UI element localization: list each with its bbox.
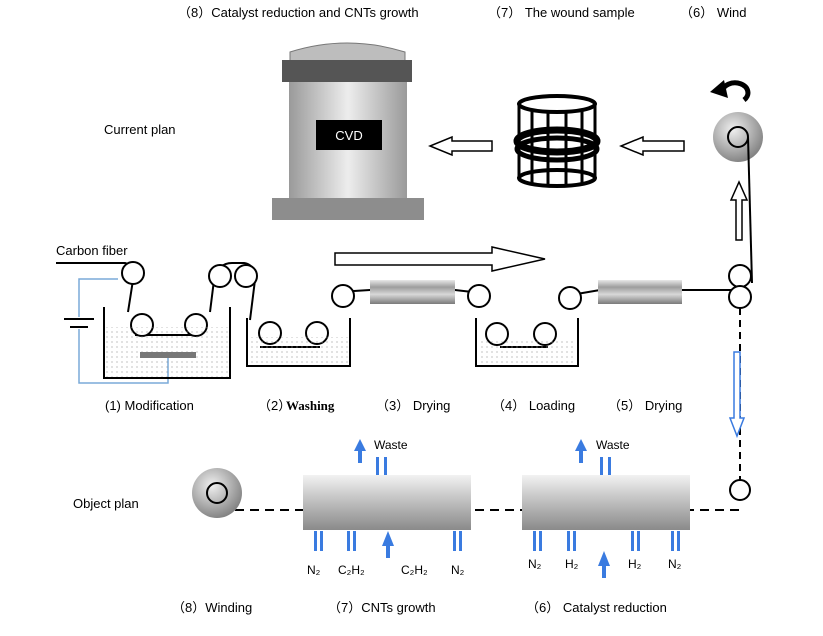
label-step-catalyst-reduction: （6） Catalyst reduction [526,600,667,615]
label-step-drying2: （5） Drying [608,398,682,413]
gas-label-left-4: N₂ [451,563,465,577]
gas-label-right-2: H₂ [565,557,579,571]
label-current-plan: Current plan [104,122,176,137]
label-step-cnts-growth: （7）CNTs growth [328,600,436,615]
wound-sample-cage [513,94,601,188]
reactor-cnts-growth [303,475,471,530]
gas-label-left-2: C₂H₂ [338,563,365,577]
tank-washing [246,318,351,367]
label-step-washing-num: （2） [258,398,291,413]
gas-inlets-left [314,531,462,558]
arrow-down-blue [728,351,746,439]
tank-loading [475,318,579,367]
label-waste-left: Waste [374,438,408,452]
gas-label-right-3: H₂ [628,557,642,571]
arrow-to-cvd [428,135,493,157]
arrow-to-wound [619,135,685,157]
label-wound-sample: （7） The wound sample [488,5,635,20]
cvd-screen [316,120,382,150]
label-cvd-step: （8）Catalyst reduction and CNTs growth [178,5,419,20]
gas-inlets-right [533,531,680,578]
arrow-process-direction [334,246,546,272]
label-step-drying1: （3） Drying [376,398,450,413]
winding-spool [192,468,242,518]
label-step-washing: Washing [286,398,335,413]
label-step-loading: （4） Loading [492,398,575,413]
roller-bottom-right [729,479,751,501]
rotate-arrow-icon [710,80,751,103]
label-step-winding: （8）Winding [172,600,252,615]
gas-label-left-1: N₂ [307,563,321,577]
cvd-furnace: CVD [272,42,424,220]
reactor-catalyst-reduction [522,475,690,530]
waste-outlet-right [575,439,611,475]
label-object-plan: Object plan [73,496,139,511]
gas-label-left-3: C₂H₂ [401,563,428,577]
gas-label-right-4: N₂ [668,557,682,571]
waste-outlet-left [354,439,387,475]
gas-label-right-1: N₂ [528,557,542,571]
label-step-modification: (1) Modification [105,398,194,413]
label-wind: （6） Wind [680,5,746,20]
tank-modification [103,307,231,379]
arrow-up-to-spool [729,180,749,241]
wind-spool [713,112,763,284]
label-waste-right: Waste [596,438,630,452]
label-carbon-fiber: Carbon fiber [56,243,128,258]
dryer-2 [598,280,682,304]
dryer-1 [370,280,455,304]
cvd-screen-label: CVD [335,128,362,143]
